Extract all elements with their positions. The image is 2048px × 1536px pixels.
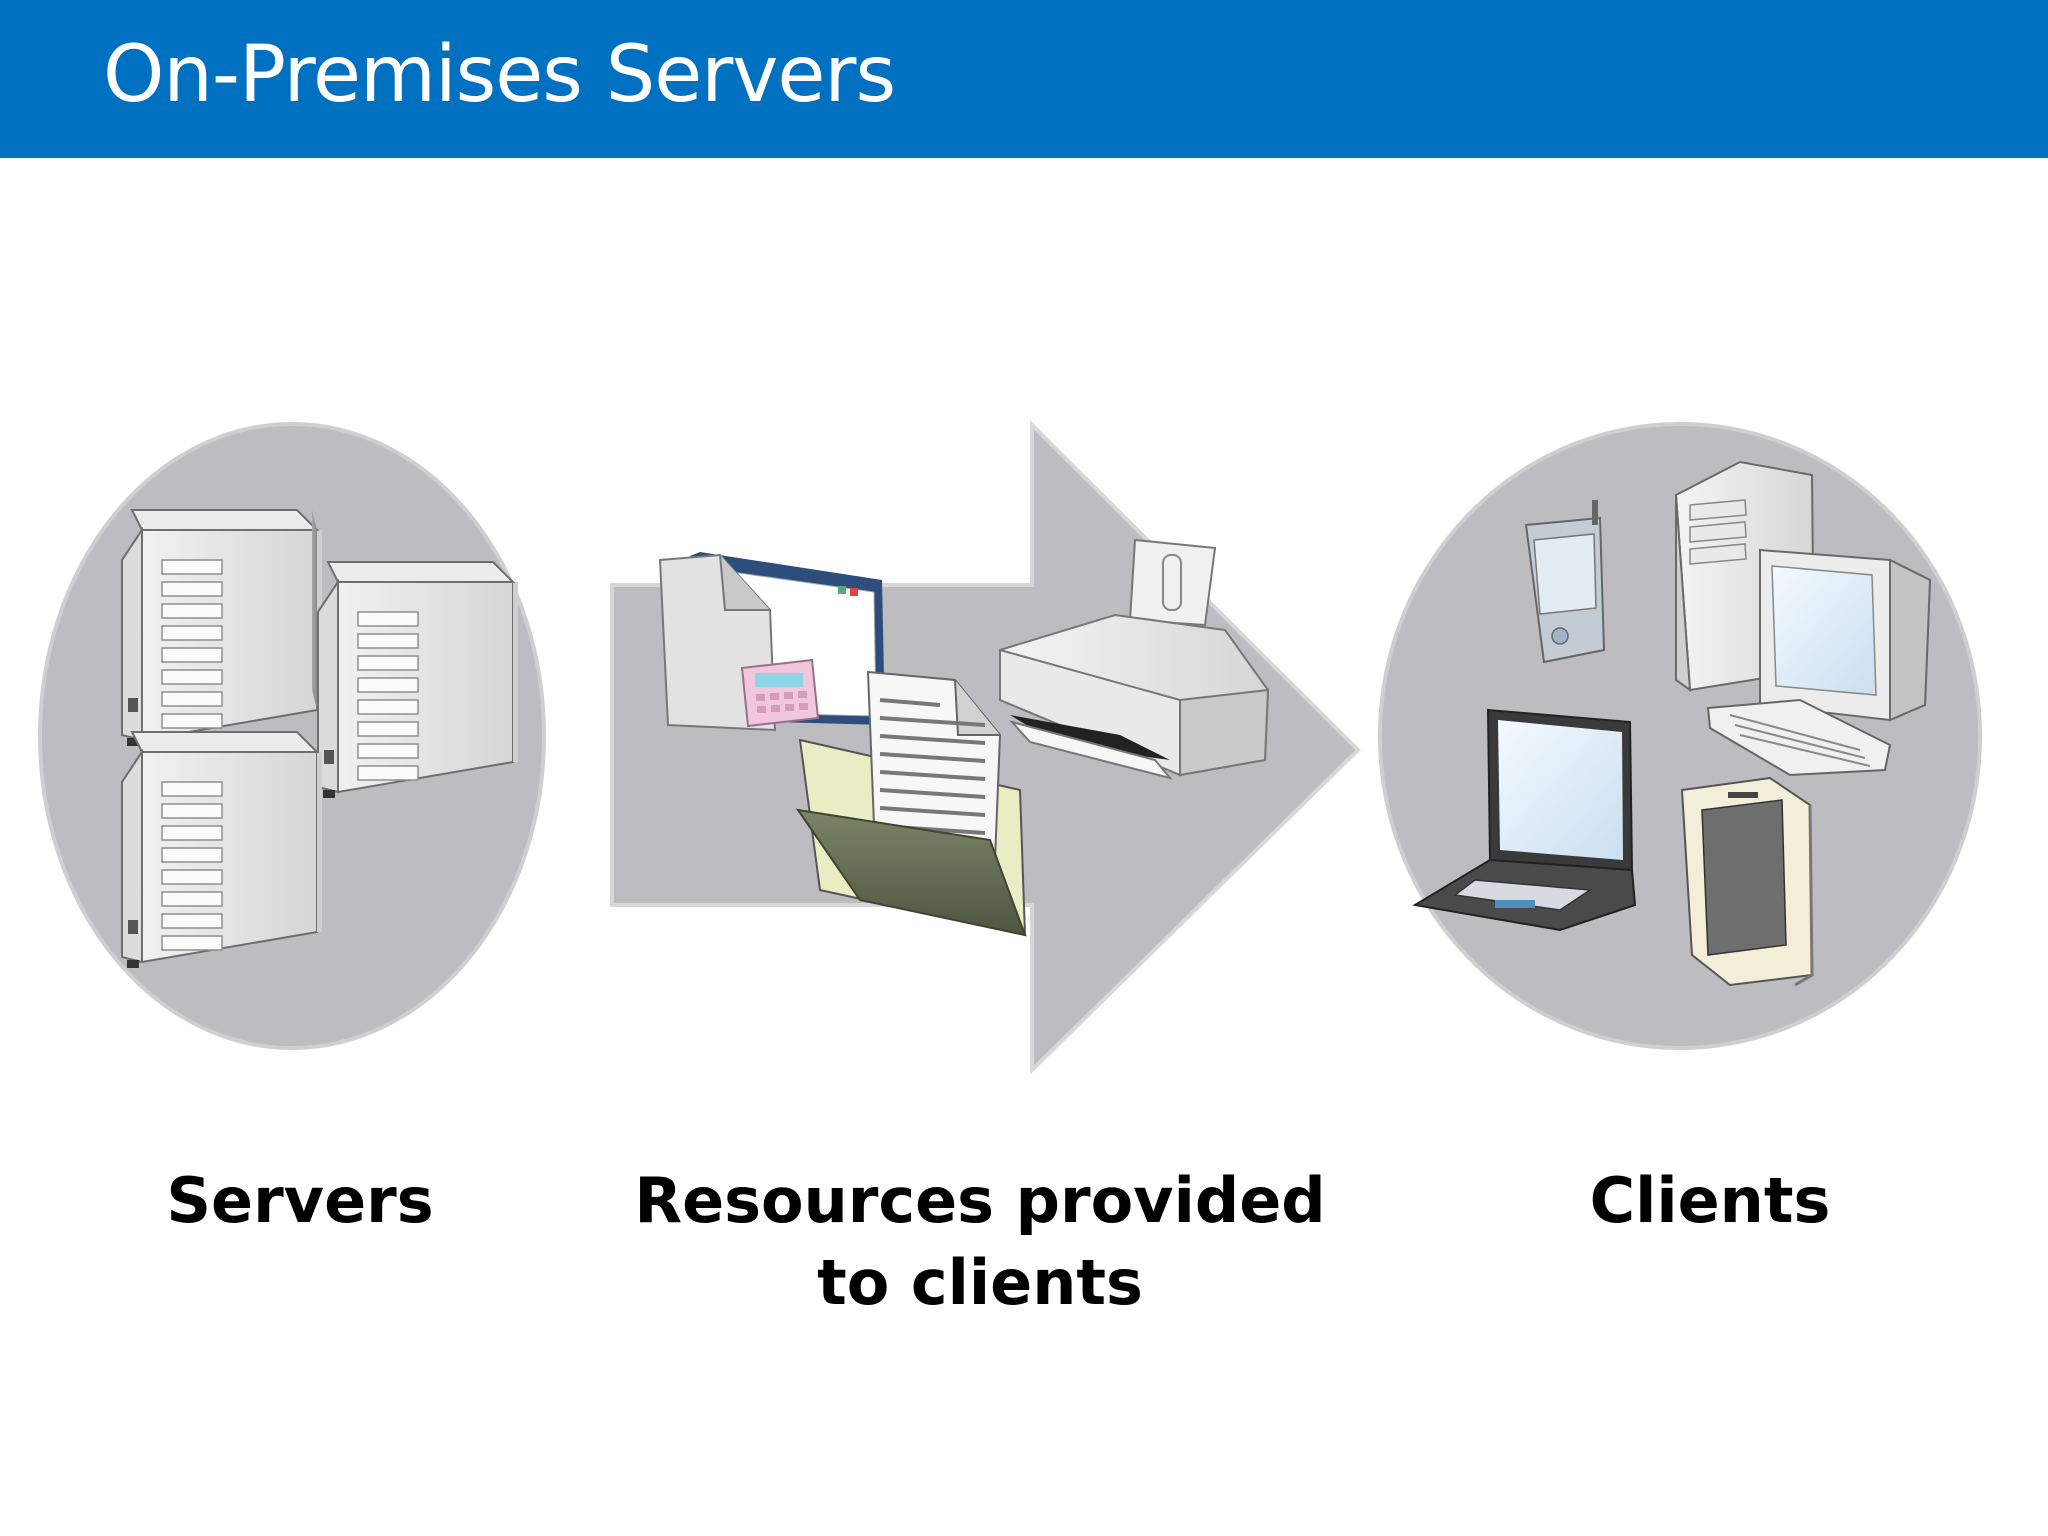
open-folder-icon — [795, 670, 1027, 937]
pda-phone-icon — [1524, 500, 1606, 664]
server-tower-icon — [121, 731, 323, 969]
clients-label: Clients — [1589, 1164, 1831, 1237]
slide-title: On-Premises Servers — [103, 30, 896, 120]
resources-label: Resources provided to clients — [630, 1160, 1330, 1324]
server-tower-icon — [317, 561, 519, 799]
tablet-pc-icon — [1680, 776, 1814, 987]
printer-icon — [999, 538, 1270, 780]
resources-label-line2: to clients — [817, 1246, 1143, 1319]
calculator-icon — [740, 658, 820, 728]
crt-monitor-icon — [1759, 548, 1932, 722]
title-bar: On-Premises Servers — [0, 0, 2048, 158]
servers-label: Servers — [166, 1164, 434, 1237]
laptop-icon — [1412, 708, 1637, 932]
keyboard-icon — [1706, 698, 1892, 777]
server-tower-icon — [121, 509, 323, 747]
resources-label-line1: Resources provided — [634, 1164, 1326, 1237]
